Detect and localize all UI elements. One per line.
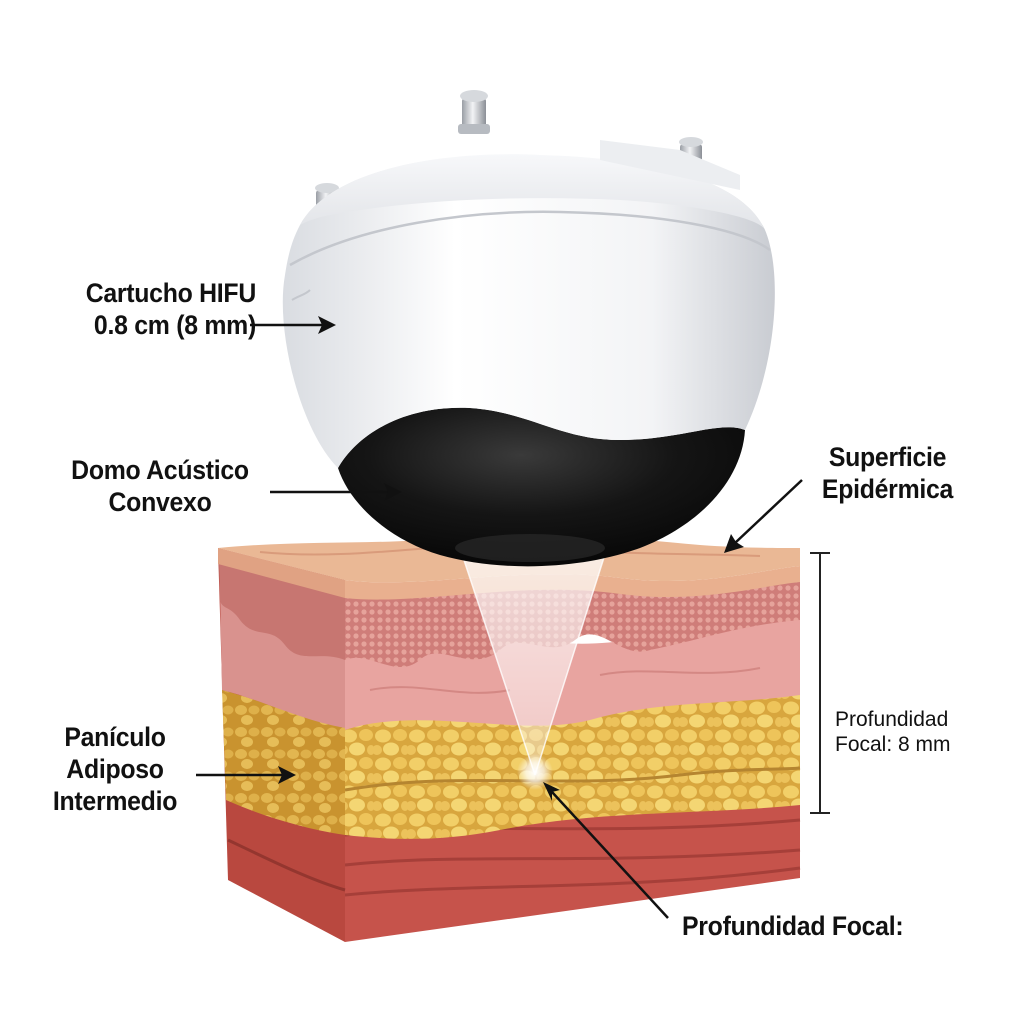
label-paniculo-line2: Adiposo xyxy=(66,753,164,784)
label-domo-line1: Domo Acústico xyxy=(71,455,249,485)
label-profundidad-focal-8mm: Profundidad Focal: 8 mm xyxy=(835,708,1015,758)
label-profundidad-focal: Profundidad Focal: xyxy=(682,911,958,943)
label-cartucho-line1: Cartucho HIFU xyxy=(85,278,257,308)
label-superficie-line1: Superficie xyxy=(828,442,947,472)
label-profundidad-bottom-text: Profundidad Focal: xyxy=(682,911,904,941)
arrow-superficie xyxy=(724,479,803,553)
cartridge-top-cap xyxy=(300,154,765,230)
arrow-profundidad-focal xyxy=(543,782,669,919)
skin-block xyxy=(218,534,801,942)
label-cartucho-line2: 0.8 cm (8 mm) xyxy=(93,309,256,340)
focal-point xyxy=(517,754,553,790)
arrow-paniculo xyxy=(196,766,296,784)
label-domo-acustico: Domo Acústico Convexo xyxy=(50,455,271,519)
cartridge-body xyxy=(282,154,775,468)
label-superficie-line2: Epidérmica xyxy=(821,473,954,504)
skin-front-face xyxy=(344,566,801,942)
label-profundidad-right-line2: Focal: 8 mm xyxy=(835,732,951,756)
ultrasound-beam xyxy=(459,547,608,790)
label-cartucho-hifu: Cartucho HIFU 0.8 cm (8 mm) xyxy=(72,278,257,342)
label-paniculo-line1: Panículo xyxy=(64,722,166,752)
label-profundidad-right-line1: Profundidad xyxy=(835,708,949,731)
fat-layer xyxy=(345,690,800,839)
label-domo-line2: Convexo xyxy=(108,486,212,517)
acoustic-dome xyxy=(338,407,745,567)
arrow-domo xyxy=(270,483,402,501)
label-paniculo-line3: Intermedio xyxy=(52,785,178,816)
hifu-cartridge xyxy=(282,90,775,567)
depth-bracket xyxy=(810,552,830,814)
skin-side-face xyxy=(218,548,346,942)
label-superficie-epidermica: Superficie Epidérmica xyxy=(807,442,968,506)
arrow-cartucho xyxy=(250,316,336,334)
label-paniculo-adiposo: Panículo Adiposo Intermedio xyxy=(46,722,184,818)
callout-arrows xyxy=(196,316,803,919)
